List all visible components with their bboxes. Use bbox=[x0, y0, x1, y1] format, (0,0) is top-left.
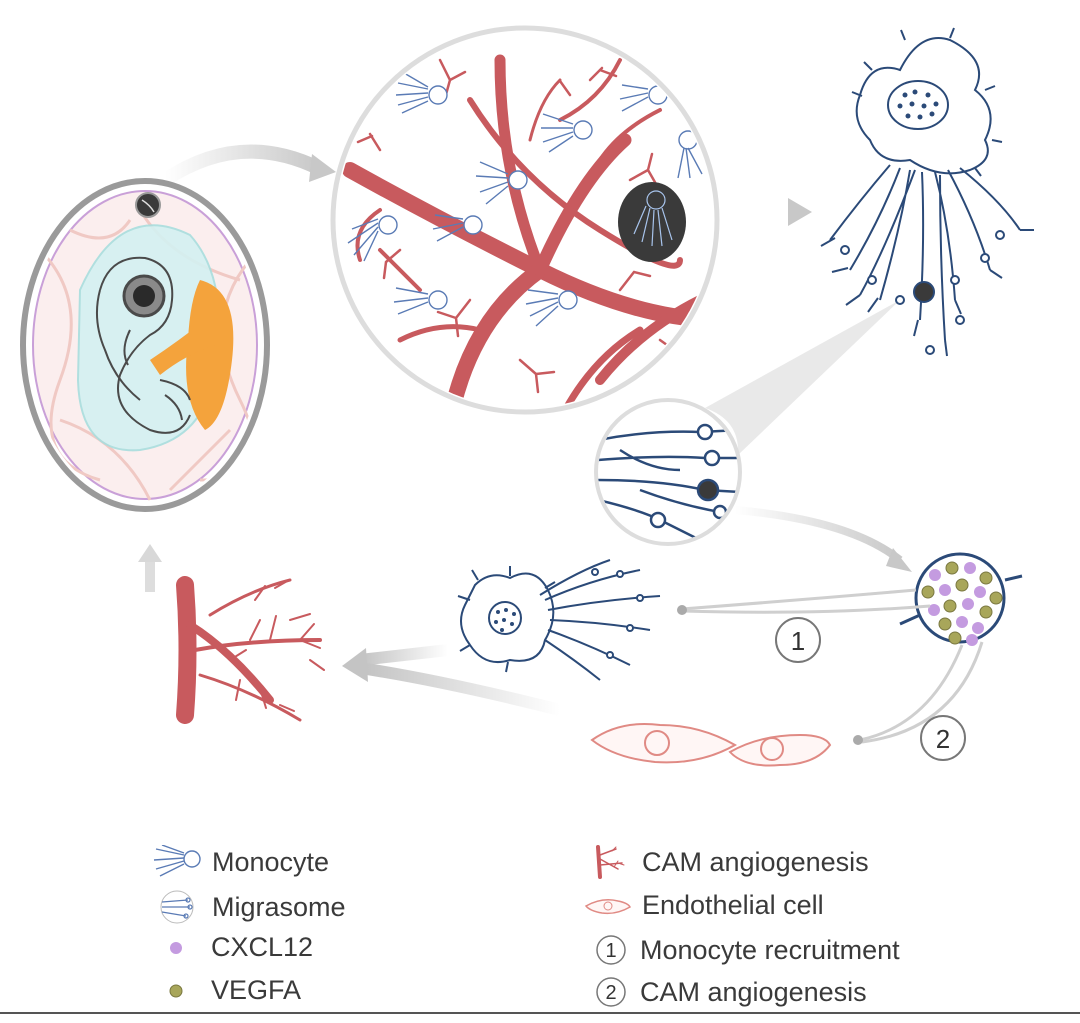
vegfa-particle bbox=[938, 617, 952, 631]
arrow-endothelial-to-vessel bbox=[359, 662, 562, 716]
legend-label-cam-angiogenesis: CAM angiogenesis bbox=[642, 846, 869, 877]
migrasome-on-fiber bbox=[913, 281, 935, 303]
migrasome-contents bbox=[899, 552, 1023, 646]
yolk-stalk bbox=[150, 320, 215, 375]
step-marker-2-label: 2 bbox=[936, 724, 950, 754]
legend-label-monocyte: Monocyte bbox=[212, 846, 330, 877]
legend-label-step1: Monocyte recruitment bbox=[640, 934, 900, 965]
legend-label-endothelial-cell: Endothelial cell bbox=[642, 890, 824, 920]
monocyte-icon bbox=[153, 845, 201, 877]
svg-text:1: 1 bbox=[605, 940, 616, 962]
arrow-egg-to-zoom bbox=[161, 144, 322, 186]
highlighted-monocyte bbox=[618, 182, 686, 262]
vegfa-particle bbox=[955, 578, 969, 592]
legend-label-step2: CAM angiogenesis bbox=[640, 976, 867, 1007]
legend-label-cxcl12: CXCL12 bbox=[211, 932, 314, 962]
vegfa-dot-icon bbox=[169, 984, 183, 997]
vegfa-particle bbox=[943, 599, 957, 613]
migrasome-icon bbox=[160, 890, 194, 924]
vegfa-particle bbox=[979, 571, 993, 585]
step-marker-1: 1 bbox=[775, 617, 821, 663]
monocyte-nucleus bbox=[887, 80, 949, 130]
cxcl12-particle bbox=[962, 598, 974, 610]
legend-endothelial-cell: Endothelial cell bbox=[582, 890, 824, 921]
endothelial-cells bbox=[590, 723, 832, 767]
arrow-monocyte-to-vessel bbox=[359, 644, 449, 666]
arrow-to-vessel-head bbox=[342, 648, 368, 682]
step-marker-2: 2 bbox=[920, 715, 966, 761]
arrow-egg-to-zoom-head bbox=[309, 154, 336, 182]
legend-migrasome: Migrasome bbox=[150, 890, 346, 924]
cxcl12-particle bbox=[956, 616, 968, 628]
cxcl12-particle bbox=[966, 634, 978, 646]
vegfa-particle bbox=[979, 605, 993, 619]
embryo bbox=[95, 256, 191, 434]
cxcl12-particle bbox=[964, 562, 976, 574]
arrow-migrasome-to-circle bbox=[734, 506, 903, 564]
step-marker-1-label: 1 bbox=[791, 626, 805, 656]
yolk-sac bbox=[186, 280, 234, 430]
vesicle-particles bbox=[921, 561, 1003, 646]
monocytes-in-cam bbox=[347, 72, 703, 327]
cxcl12-particle bbox=[972, 622, 984, 634]
legend-step1: 1 Monocyte recruitment bbox=[594, 933, 900, 967]
legend-step2: 2 CAM angiogenesis bbox=[594, 975, 867, 1009]
connectors bbox=[677, 588, 984, 745]
cxcl12-particle bbox=[928, 604, 940, 616]
legend-vegfa: VEGFA bbox=[163, 975, 301, 1006]
step2-marker-icon: 2 bbox=[596, 977, 626, 1007]
legend-label-vegfa: VEGFA bbox=[211, 975, 302, 1005]
cxcl12-dot-icon bbox=[170, 941, 182, 954]
step1-marker-icon: 1 bbox=[596, 935, 626, 965]
funnel-zoom bbox=[705, 300, 900, 455]
arrow-vessel-to-egg-head bbox=[138, 544, 162, 562]
arrow-zoom-to-monocyte-head bbox=[788, 198, 812, 226]
cam-vessel-result bbox=[176, 576, 325, 724]
cxcl12-particle bbox=[974, 586, 986, 598]
legend-monocyte: Monocyte bbox=[150, 845, 329, 879]
vessel-icon bbox=[596, 845, 625, 879]
legend-cam-angiogenesis: CAM angiogenesis bbox=[588, 845, 869, 879]
svg-text:2: 2 bbox=[605, 982, 616, 1004]
vegfa-particle bbox=[945, 561, 959, 575]
vegfa-particle bbox=[921, 585, 935, 599]
vegfa-particle bbox=[948, 631, 962, 645]
endothelial-cell-icon bbox=[584, 898, 631, 914]
monocyte-recruited bbox=[457, 559, 661, 681]
arrow-migrasome-to-circle-head bbox=[886, 548, 912, 572]
egg-illustration bbox=[20, 178, 270, 512]
cxcl12-particle bbox=[929, 569, 941, 581]
bottom-rule bbox=[0, 1012, 1080, 1014]
cam-zoom-circle bbox=[330, 25, 720, 415]
cxcl12-particle bbox=[939, 584, 951, 596]
legend-cxcl12: CXCL12 bbox=[163, 932, 313, 963]
vegfa-particle bbox=[989, 591, 1003, 605]
monocyte-large bbox=[820, 27, 1034, 357]
migrasome-zoom-circle bbox=[594, 398, 742, 546]
legend-label-migrasome: Migrasome bbox=[212, 891, 346, 922]
